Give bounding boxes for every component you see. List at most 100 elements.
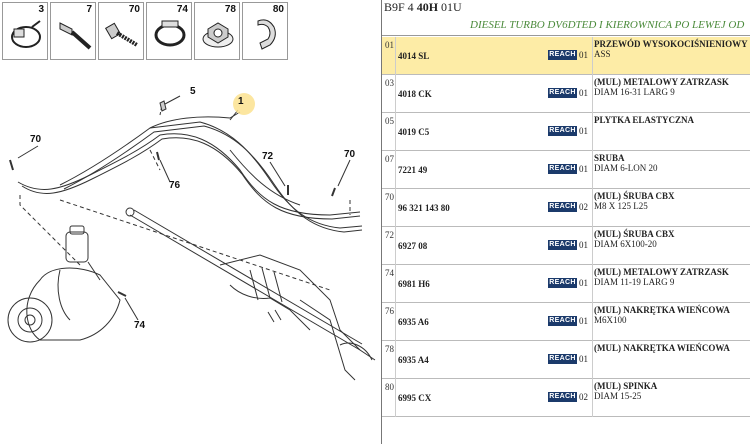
callout-70-right[interactable]: 70 xyxy=(344,149,356,160)
callout-72[interactable]: 72 xyxy=(262,151,274,162)
icon-number: 80 xyxy=(272,4,284,15)
reach-badge[interactable]: REACH xyxy=(548,164,577,174)
part-reference[interactable]: 4019 C5 xyxy=(398,127,430,137)
quantity: 02 xyxy=(579,202,588,212)
hose-clamp-icon xyxy=(11,20,41,48)
part-reference[interactable]: 7221 49 xyxy=(398,165,428,175)
panel-divider xyxy=(381,0,382,444)
callout-5[interactable]: 5 xyxy=(190,86,196,97)
quantity: 02 xyxy=(579,392,588,402)
col-sep xyxy=(395,189,396,227)
reach-badge[interactable]: REACH xyxy=(548,354,577,364)
description-line-2: DIAM 6X100-20 xyxy=(594,239,657,249)
part-description: (MUL) NAKRĘTKA WIEŃCOWA xyxy=(594,343,750,353)
position-number: 74 xyxy=(385,268,394,278)
description-line-1: (MUL) ŚRUBA CBX xyxy=(594,229,675,239)
reach-badge[interactable]: REACH xyxy=(548,278,577,288)
col-sep xyxy=(395,37,396,75)
code-bold: 40H xyxy=(416,0,439,14)
quantity: 01 xyxy=(579,240,588,250)
part-reference[interactable]: 4018 CK xyxy=(398,89,432,99)
quantity: 01 xyxy=(579,316,588,326)
icon-cell-74[interactable]: 74 xyxy=(146,2,192,60)
screw-icon xyxy=(104,22,139,47)
col-sep xyxy=(592,227,593,265)
col-sep xyxy=(592,189,593,227)
reach-badge[interactable]: REACH xyxy=(548,88,577,98)
icon-cell-3[interactable]: 3 xyxy=(2,2,48,60)
position-number: 72 xyxy=(385,230,394,240)
col-sep xyxy=(395,113,396,151)
reach-badge[interactable]: REACH xyxy=(548,392,577,402)
part-reference[interactable]: 6995 CX xyxy=(398,393,432,403)
part-reference[interactable]: 4014 SL xyxy=(398,51,430,61)
position-number: 03 xyxy=(385,78,394,88)
catalog-code-header: B9F 4 40H 01U xyxy=(382,0,750,14)
icon-cell-80[interactable]: 80 xyxy=(242,2,288,60)
position-number: 05 xyxy=(385,116,394,126)
metal-clamp-icon xyxy=(154,20,186,47)
quantity: 01 xyxy=(579,50,588,60)
position-number: 80 xyxy=(385,382,394,392)
icon-cell-78[interactable]: 78 xyxy=(194,2,240,60)
reach-badge[interactable]: REACH xyxy=(548,202,577,212)
col-sep xyxy=(395,341,396,379)
callout-76[interactable]: 76 xyxy=(169,180,181,191)
reach-badge[interactable]: REACH xyxy=(548,316,577,326)
description-line-2: ASS xyxy=(594,49,611,59)
col-sep xyxy=(395,379,396,417)
icon-number: 7 xyxy=(86,4,92,15)
reach-badge[interactable]: REACH xyxy=(548,126,577,136)
model-subtitle: DIESEL TURBO DV6DTED I KIEROWNICA PO LEW… xyxy=(382,14,750,36)
icon-number: 70 xyxy=(128,4,140,15)
quantity: 01 xyxy=(579,88,588,98)
col-sep xyxy=(395,265,396,303)
icon-cell-7[interactable]: 7 xyxy=(50,2,96,60)
description-line-1: (MUL) SPINKA xyxy=(594,381,658,391)
part-reference[interactable]: 6927 08 xyxy=(398,241,428,251)
callout-1[interactable]: 1 xyxy=(238,96,244,107)
part-reference[interactable]: 6935 A6 xyxy=(398,317,429,327)
quantity: 01 xyxy=(579,126,588,136)
callout-74[interactable]: 74 xyxy=(134,320,146,331)
col-sep xyxy=(592,379,593,417)
description-line-2: DIAM 15-25 xyxy=(594,391,642,401)
description-line-1: SRUBA xyxy=(594,153,625,163)
col-sep xyxy=(395,227,396,265)
description-line-1: (MUL) ŚRUBA CBX xyxy=(594,191,675,201)
icon-cell-70[interactable]: 70 xyxy=(98,2,144,60)
part-description: PLYTKA ELASTYCZNA xyxy=(594,115,750,125)
quantity: 01 xyxy=(579,354,588,364)
col-sep xyxy=(395,75,396,113)
position-number: 70 xyxy=(385,192,394,202)
col-sep xyxy=(592,341,593,379)
part-reference[interactable]: 96 321 143 80 xyxy=(398,203,450,213)
description-line-1: (MUL) NAKRĘTKA WIEŃCOWA xyxy=(594,343,730,353)
quantity: 01 xyxy=(579,164,588,174)
col-sep xyxy=(592,303,593,341)
part-reference[interactable]: 6981 H6 xyxy=(398,279,430,289)
part-reference[interactable]: 6935 A4 xyxy=(398,355,429,365)
icon-number: 74 xyxy=(176,4,188,15)
description-line-2: DIAM 6-LON 20 xyxy=(594,163,658,173)
callout-70-left[interactable]: 70 xyxy=(30,134,42,145)
reach-badge[interactable]: REACH xyxy=(548,50,577,60)
clip-icon xyxy=(257,19,276,50)
exploded-parts-diagram: 3 7 70 74 78 80 xyxy=(2,2,376,381)
reach-badge[interactable]: REACH xyxy=(548,240,577,250)
